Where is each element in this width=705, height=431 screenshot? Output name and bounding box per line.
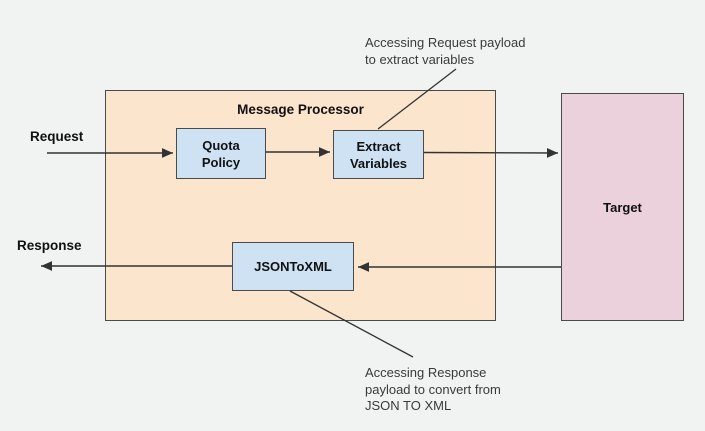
response-payload-note: Accessing Response payload to convert fr…	[365, 365, 501, 415]
node-target-label: Target	[603, 199, 642, 215]
node-target: Target	[561, 93, 684, 321]
node-jsontoxml: JSONToXML	[232, 242, 354, 291]
node-extract-variables-label-line1: Extract	[356, 138, 401, 154]
request-payload-note-line1: Accessing Request payload	[365, 35, 526, 50]
node-extract-variables-label-line2: Variables	[349, 155, 408, 171]
node-quota-policy-label-line2: Policy	[201, 154, 241, 170]
response-payload-note-line3: JSON TO XML	[365, 398, 452, 413]
message-processor-title: Message Processor	[237, 102, 364, 117]
response-label: Response	[17, 238, 82, 253]
node-quota-policy-label-line1: Quota	[202, 137, 240, 153]
request-label: Request	[30, 129, 84, 144]
node-extract-variables: Extract Variables	[333, 130, 424, 179]
request-payload-note: Accessing Request payload to extract var…	[365, 35, 525, 68]
node-quota-policy: Quota Policy	[176, 128, 266, 179]
response-payload-note-line2: payload to convert from	[365, 381, 501, 397]
response-payload-note-line1: Accessing Response	[365, 365, 487, 380]
node-jsontoxml-label: JSONToXML	[254, 259, 332, 274]
request-payload-note-line2: to extract variables	[365, 51, 475, 67]
